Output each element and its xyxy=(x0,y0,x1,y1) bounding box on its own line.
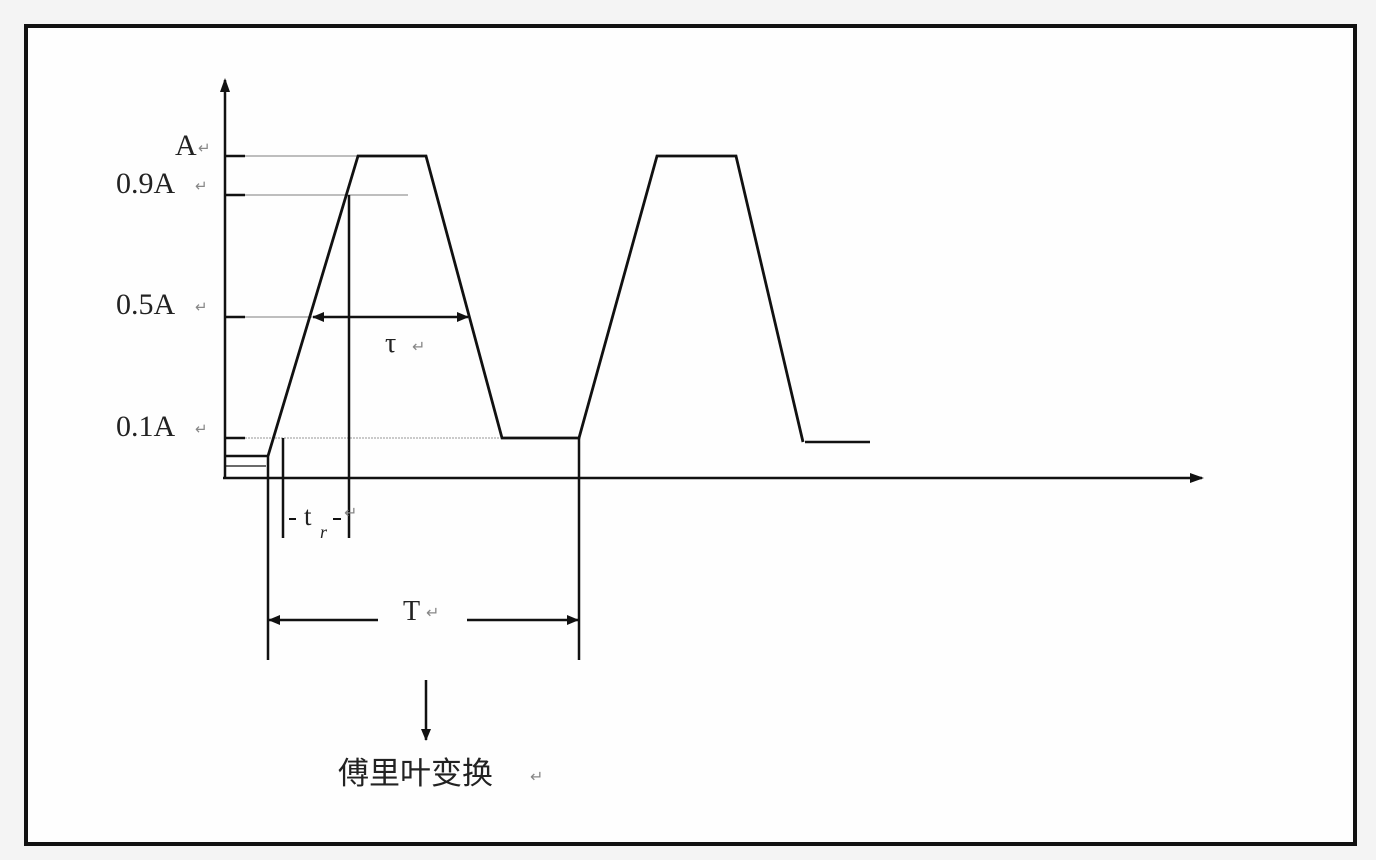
diagram-frame xyxy=(24,24,1357,846)
rise-time-label-t: t xyxy=(304,501,312,531)
rise-return-mark: ↵ xyxy=(344,503,357,522)
label-A: A xyxy=(175,129,197,162)
transform-label: 傅里叶变换 xyxy=(338,756,493,792)
period-return-mark: ↵ xyxy=(426,603,439,622)
label-05A-return: ↵ xyxy=(195,298,208,316)
transform-return-mark: ↵ xyxy=(530,767,543,786)
label-A-return: ↵ xyxy=(198,139,211,157)
rise-time-label-sub: r xyxy=(320,522,328,542)
label-01A: 0.1A xyxy=(116,410,176,443)
label-09A-return: ↵ xyxy=(195,177,208,195)
label-05A: 0.5A xyxy=(116,288,176,321)
tau-return-mark: ↵ xyxy=(412,337,425,356)
period-label: T xyxy=(403,596,420,627)
pulse-waveform xyxy=(266,154,805,457)
pulse-width-label: τ xyxy=(385,328,396,359)
label-01A-return: ↵ xyxy=(195,420,208,438)
label-09A: 0.9A xyxy=(116,167,176,200)
